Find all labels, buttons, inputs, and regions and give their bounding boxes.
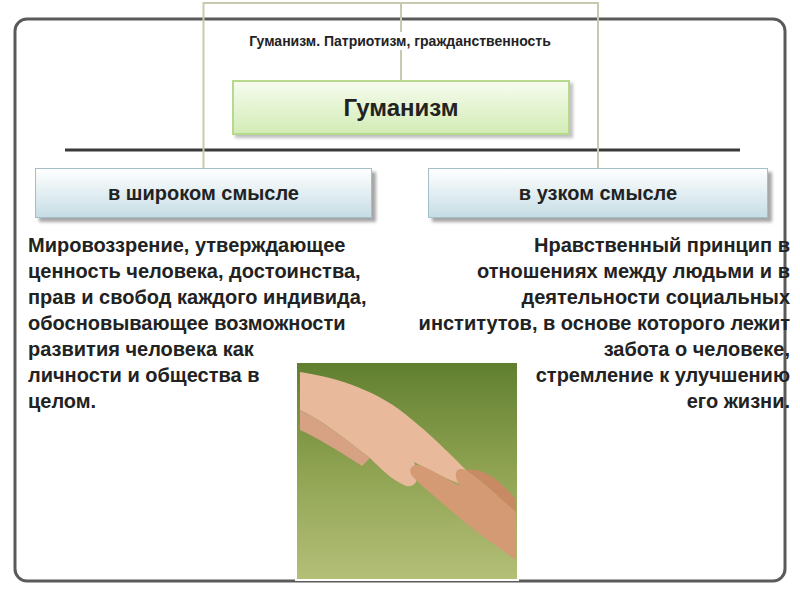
definition-text: Мировоззрение, утверждающее ценность чел… xyxy=(28,232,378,600)
meaning-box: в узком смысле xyxy=(428,168,768,218)
box-label: в узком смысле xyxy=(519,182,677,205)
main-concept-box: Гуманизм xyxy=(232,80,570,135)
hands-photo xyxy=(296,362,518,580)
box-label: в широком смысле xyxy=(108,182,299,205)
definition-body: Нравственный принцип в отношениях между … xyxy=(419,234,790,412)
divider-line xyxy=(65,149,740,152)
title-bar: Гуманизм. Патриотизм, гражданственность xyxy=(0,32,800,50)
definition-text: Нравственный принцип в отношениях между … xyxy=(418,232,790,600)
definition-body: Мировоззрение, утверждающее ценность чел… xyxy=(28,234,366,412)
slide-title: Гуманизм. Патриотизм, гражданственность xyxy=(246,32,554,50)
box-label: Гуманизм xyxy=(344,94,459,122)
meaning-box: в широком смысле xyxy=(35,168,372,218)
